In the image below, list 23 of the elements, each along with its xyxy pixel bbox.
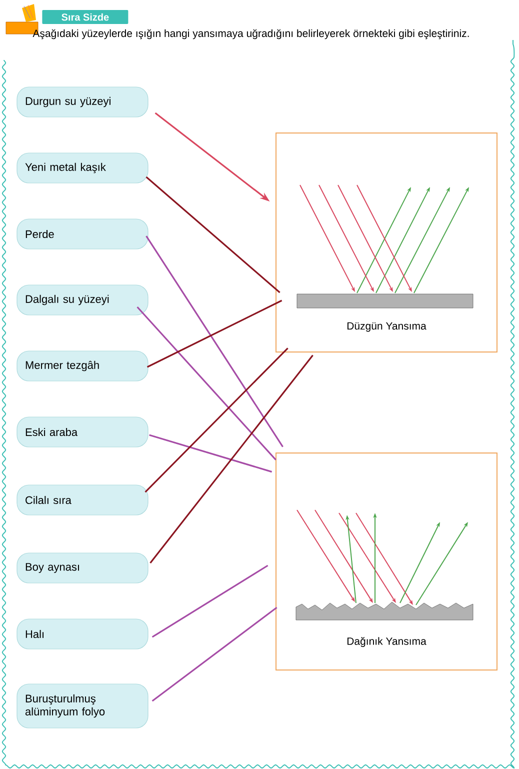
title-banner: Sıra Sizde	[42, 10, 128, 24]
answer-pill: Durgun su yüzeyi	[16, 86, 148, 118]
matching-line	[146, 176, 280, 294]
matching-line	[152, 606, 278, 702]
answer-pill: Dalgalı su yüzeyi	[16, 284, 148, 316]
matching-line	[152, 564, 268, 638]
matching-line	[146, 236, 284, 448]
answer-pill: Halı	[16, 618, 148, 650]
answer-pill: Eski araba	[16, 416, 148, 448]
matching-line	[146, 300, 282, 368]
answer-pill: Mermer tezgâh	[16, 350, 148, 382]
reflection-panel: Dağınık Yansıma	[276, 452, 498, 670]
matching-line	[144, 348, 288, 493]
answer-pill: Perde	[16, 218, 148, 250]
answer-pill: Boy aynası	[16, 552, 148, 584]
reflection-panel: Düzgün Yansıma	[276, 132, 498, 352]
answer-pill: Cilalı sıra	[16, 484, 148, 516]
matching-line	[150, 354, 314, 564]
matching-line	[149, 434, 272, 473]
instruction-text: Aşağıdaki yüzeylerde ışığın hangi yansımaya uğradığını belirleyerek örnekteki gibi eşleştiriniz.	[32, 29, 469, 40]
answer-pill: Buruşturulmuş alüminyum folyo	[16, 684, 148, 728]
answer-pill: Yeni metal kaşık	[16, 152, 148, 184]
matching-line	[136, 306, 276, 460]
